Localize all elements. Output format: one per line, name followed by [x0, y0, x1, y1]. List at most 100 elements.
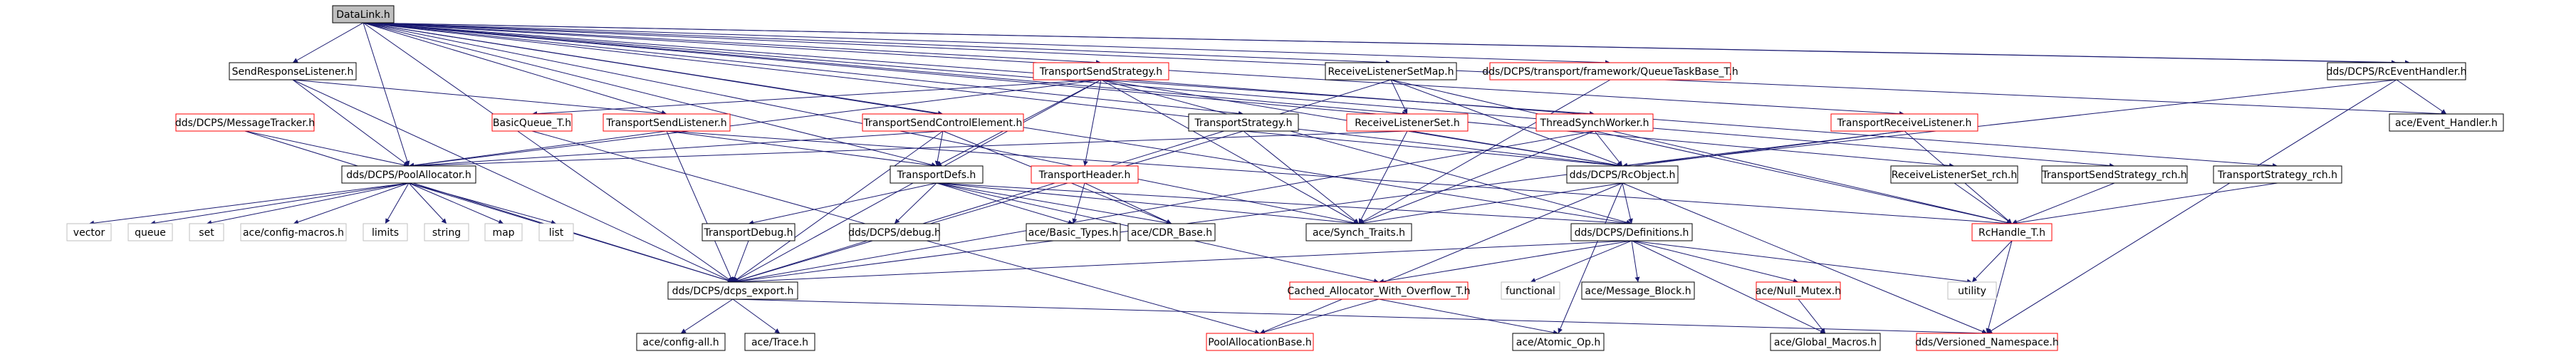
edge-tsl-to-dcps [666, 130, 734, 283]
node-queue[interactable]: queue [127, 223, 173, 241]
node-trl[interactable]: TransportReceiveListener.h [1830, 113, 1978, 132]
edge-datalink-to-tsl [363, 22, 667, 115]
node-abt[interactable]: ace/Basic_Types.h [1026, 223, 1121, 241]
node-aca[interactable]: ace/config-all.h [636, 333, 726, 351]
node-acdr[interactable]: ace/CDR_Base.h [1127, 223, 1216, 241]
node-map[interactable]: map [484, 223, 523, 241]
edge-rco-to-aao [1558, 182, 1623, 334]
node-dcps[interactable]: dds/DCPS/dcps_export.h [667, 281, 798, 300]
edge-datalink-to-pa [363, 22, 410, 167]
node-label-rlsr: ReceiveListenerSet_rch.h [1892, 170, 2017, 181]
node-box-srl [229, 62, 357, 80]
node-pa[interactable]: dds/DCPS/PoolAllocator.h [341, 165, 476, 184]
edge-datalink-to-ast [363, 22, 1360, 226]
node-label-abt: ace/Basic_Types.h [1028, 227, 1118, 239]
edge-datalink-to-rls [363, 22, 1408, 116]
node-srl[interactable]: SendResponseListener.h [229, 62, 357, 80]
node-rcht[interactable]: RcHandle_T.h [1971, 223, 2053, 241]
edge-ts-to-ast [1243, 130, 1360, 224]
node-tsl[interactable]: TransportSendListener.h [603, 113, 731, 132]
node-box-rcht [1971, 223, 2053, 241]
node-box-limits [363, 223, 408, 241]
edge-datalink-to-rlsr [363, 22, 1955, 168]
node-label-pa: dds/DCPS/PoolAllocator.h [346, 170, 471, 181]
node-label-acm: ace/config-macros.h [243, 227, 344, 239]
node-box-aeh [2389, 113, 2504, 132]
node-box-set [189, 223, 224, 241]
node-vector[interactable]: vector [66, 223, 112, 241]
node-vns[interactable]: dds/Versioned_Namespace.h [1915, 333, 2059, 351]
node-util[interactable]: utility [1947, 281, 1997, 300]
node-label-srl: SendResponseListener.h [232, 66, 354, 78]
node-label-tsl: TransportSendListener.h [605, 118, 726, 129]
node-qtb[interactable]: dds/DCPS/transport/framework/QueueTaskBa… [1482, 62, 1738, 80]
edge-pa-to-string [408, 182, 447, 224]
node-label-vns: dds/Versioned_Namespace.h [1915, 337, 2058, 348]
node-aao[interactable]: ace/Atomic_Op.h [1512, 333, 1605, 351]
node-rceh[interactable]: dds/DCPS/RcEventHandler.h [2326, 62, 2467, 80]
node-mt[interactable]: dds/DCPS/MessageTracker.h [175, 113, 315, 132]
node-rlsm[interactable]: ReceiveListenerSetMap.h [1325, 62, 1457, 80]
node-rco[interactable]: dds/DCPS/RcObject.h [1566, 165, 1679, 184]
node-pab[interactable]: PoolAllocationBase.h [1206, 333, 1314, 351]
node-rls[interactable]: ReceiveListenerSet.h [1346, 113, 1469, 132]
node-box-atr [744, 333, 815, 351]
node-ts[interactable]: TransportStrategy.h [1188, 113, 1299, 132]
edge-rls-to-rco [1407, 130, 1623, 168]
node-ast[interactable]: ace/Synch_Traits.h [1305, 223, 1412, 241]
edge-cao-to-aao [1378, 298, 1559, 335]
node-label-rco: dds/DCPS/RcObject.h [1570, 170, 1676, 181]
node-rlsr[interactable]: ReceiveListenerSet_rch.h [1890, 165, 2018, 184]
edge-rlsm-to-rco [1390, 79, 1623, 167]
node-box-dcps [667, 281, 798, 300]
node-cao[interactable]: Cached_Allocator_With_Overflow_T.h [1288, 281, 1471, 300]
edge-rcht-to-util [1971, 240, 2013, 283]
node-label-set: set [199, 227, 214, 239]
node-string[interactable]: string [424, 223, 469, 241]
node-amb[interactable]: ace/Message_Block.h [1581, 281, 1695, 300]
node-label-ast: ace/Synch_Traits.h [1313, 227, 1405, 239]
node-func[interactable]: functional [1501, 281, 1560, 300]
edge-tdbg-to-dcps [732, 240, 749, 283]
node-limits[interactable]: limits [363, 223, 408, 241]
node-th[interactable]: TransportHeader.h [1031, 165, 1139, 184]
edge-datalink-to-rceh [363, 22, 2397, 66]
node-label-func: functional [1506, 286, 1555, 297]
edge-rcht-to-vns [1986, 240, 2013, 334]
node-tss[interactable]: TransportSendStrategy.h [1033, 62, 1169, 80]
edge-datalink-to-tssr [363, 22, 2115, 168]
node-ddbg[interactable]: dds/DCPS/debug.h [848, 223, 941, 241]
node-tsce[interactable]: TransportSendControlElement.h [862, 113, 1024, 132]
edge-tss-to-bq [531, 79, 1102, 117]
edge-rceh-to-vns [1986, 79, 2397, 334]
node-tssr[interactable]: TransportSendStrategy_rch.h [2041, 165, 2188, 184]
node-agm[interactable]: ace/Global_Macros.h [1770, 333, 1881, 351]
edge-rco-to-defs [1622, 182, 1633, 224]
edge-tss-to-pa [408, 79, 1102, 168]
edge-tsl-to-rcht [666, 130, 2013, 227]
node-defs[interactable]: dds/DCPS/Definitions.h [1570, 223, 1693, 241]
node-label-limits: limits [372, 227, 399, 239]
node-box-aca [636, 333, 726, 351]
node-box-tsl [603, 113, 731, 132]
edge-pa-to-list [408, 182, 557, 225]
edge-tsce-to-dcps [732, 130, 944, 283]
node-anm[interactable]: ace/Null_Mutex.h [1756, 281, 1841, 300]
node-tdbg[interactable]: TransportDebug.h [702, 223, 796, 241]
node-tsr[interactable]: TransportStrategy_rch.h [2213, 165, 2342, 184]
edge-defs-to-dcps [732, 240, 1632, 285]
node-acm[interactable]: ace/config-macros.h [240, 223, 347, 241]
node-tsw[interactable]: ThreadSynchWorker.h [1535, 113, 1654, 132]
node-aeh[interactable]: ace/Event_Handler.h [2389, 113, 2504, 132]
node-label-trl: TransportReceiveListener.h [1837, 118, 1972, 129]
edge-tsw-to-rcht [1594, 130, 2013, 225]
node-set[interactable]: set [189, 223, 224, 241]
node-td[interactable]: TransportDefs.h [890, 165, 984, 184]
node-label-rlsm: ReceiveListenerSetMap.h [1328, 66, 1454, 78]
node-list[interactable]: list [538, 223, 574, 241]
edge-rco-to-ast [1358, 182, 1623, 226]
node-bq[interactable]: BasicQueue_T.h [491, 113, 573, 132]
node-box-rlsr [1890, 165, 2018, 184]
node-atr[interactable]: ace/Trace.h [744, 333, 815, 351]
edge-datalink-to-srl [292, 22, 364, 63]
